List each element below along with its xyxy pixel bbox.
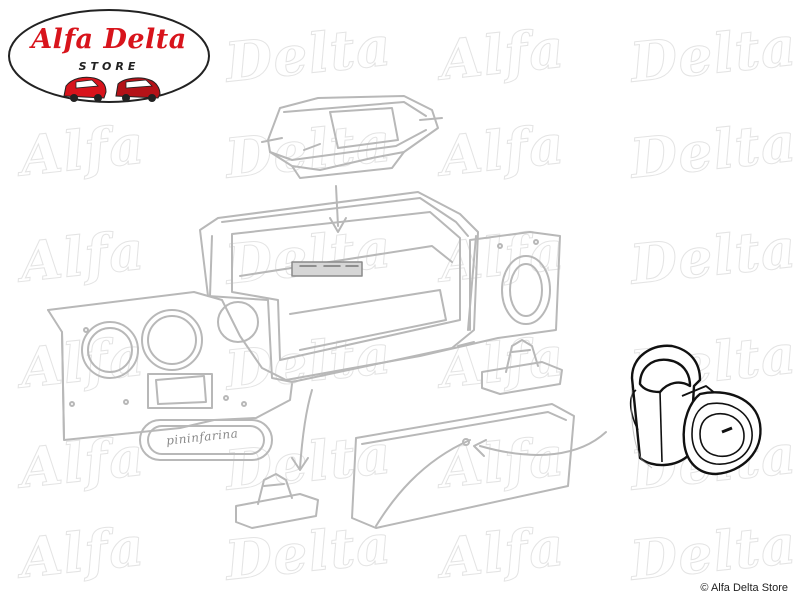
assembly-arrows	[291, 185, 607, 471]
glovebox-box	[199, 191, 479, 383]
car-icon	[63, 76, 107, 102]
top-cover	[261, 95, 443, 179]
logo-badge	[8, 9, 210, 103]
lock-cylinder	[629, 344, 762, 476]
pininfarina-badge	[139, 419, 273, 461]
car-icon	[115, 77, 161, 102]
copyright-text: © Alfa Delta Store	[700, 582, 788, 594]
store-logo: Alfa Delta STORE	[6, 6, 212, 106]
dashboard-panel	[47, 231, 561, 441]
logo-title: Alfa Delta	[31, 24, 187, 55]
mounting-bracket-left	[235, 473, 319, 529]
mounting-bracket-right	[481, 339, 563, 395]
glovebox-lid	[351, 403, 575, 529]
logo-subtitle: STORE	[78, 60, 140, 73]
